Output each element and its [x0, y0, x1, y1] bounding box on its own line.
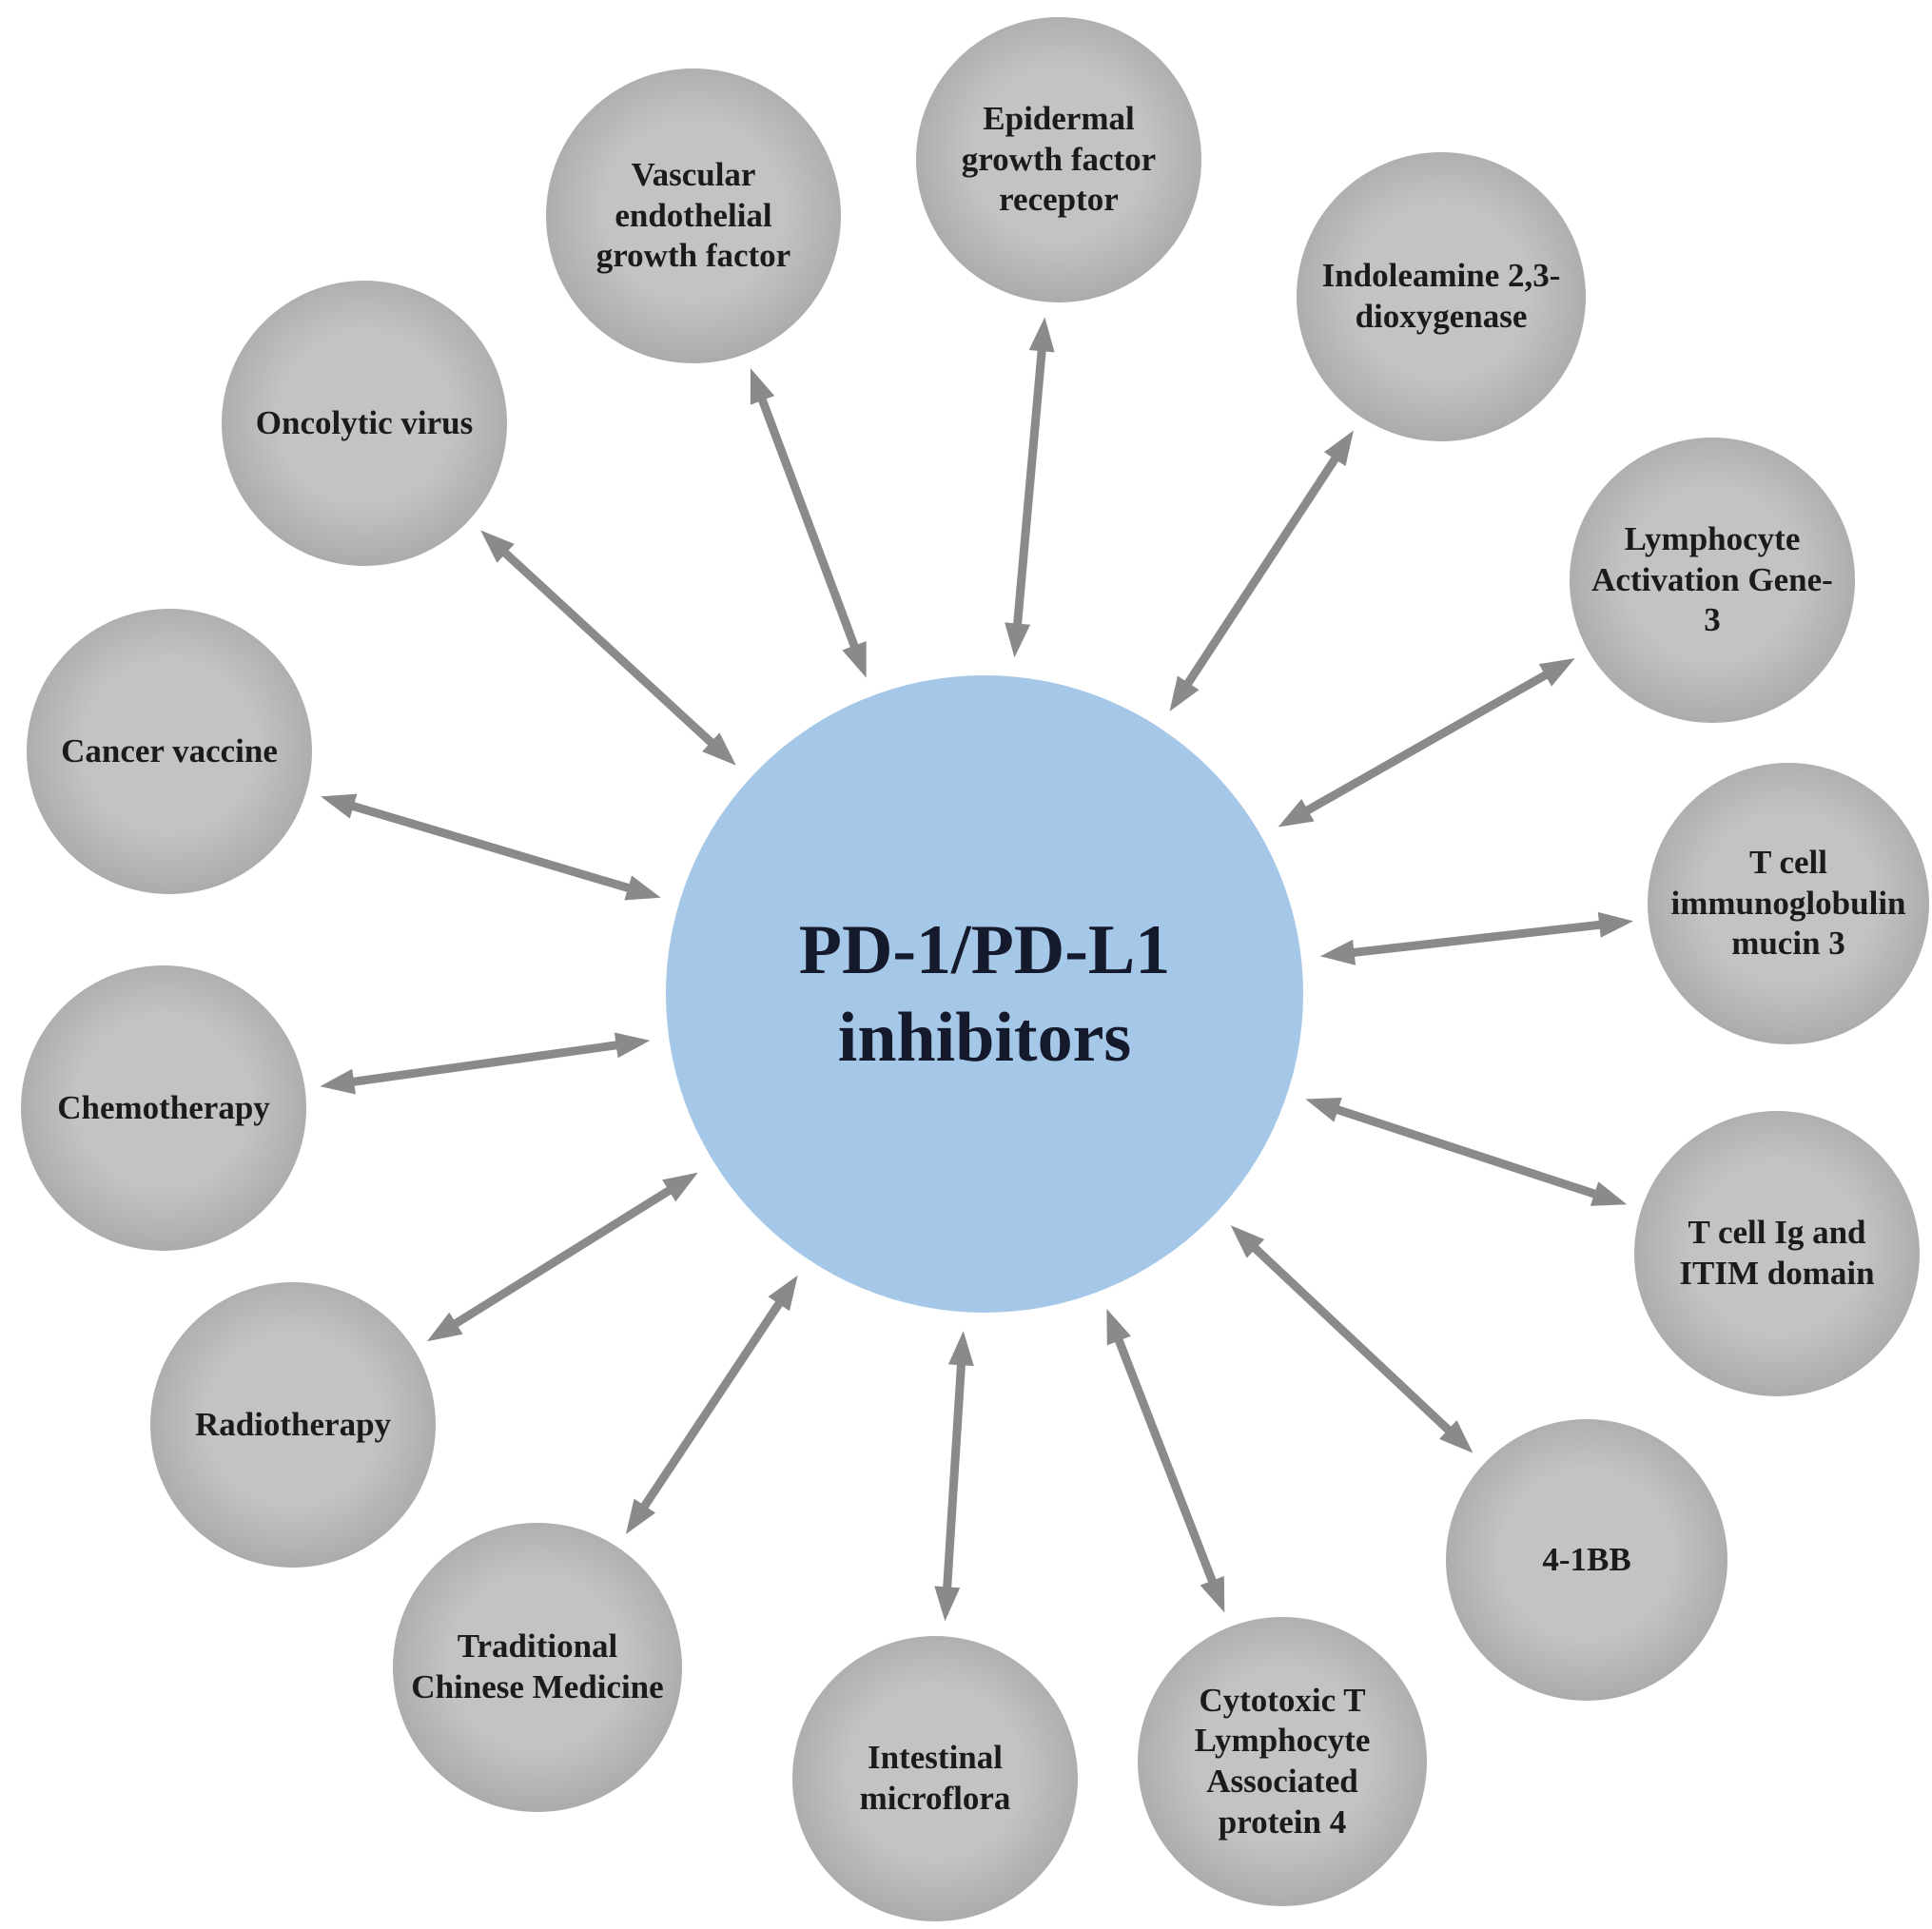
node-chemotherapy: Chemotherapy [21, 965, 306, 1251]
node-t-cell-immunoglobulin-mucin-3: T cell immunoglobulin mucin 3 [1648, 763, 1929, 1044]
node-label: Vascular endothelial growth factor [595, 155, 791, 275]
node-label: 4-1BB [1542, 1540, 1631, 1578]
node-epidermal-growth-factor-receptor: Epidermal growth factor receptor [916, 17, 1201, 302]
node-label: Intestinal microflora [859, 1739, 1011, 1817]
node-vascular-endothelial-growth-factor: Vascular endothelial growth factor [546, 68, 841, 363]
node-4-1bb: 4-1BB [1446, 1419, 1727, 1701]
node-label: Radiotherapy [194, 1405, 392, 1443]
node-intestinal-microflora: Intestinal microflora [792, 1636, 1078, 1921]
center-node-label: PD-1/PD-L1 inhibitors [798, 910, 1171, 1078]
node-label: Cytotoxic T Lymphocyte Associated protei… [1194, 1681, 1371, 1841]
node-label: Indoleamine 2,3-dioxygenase [1321, 257, 1561, 335]
node-indoleamine-2-3-dioxygenase: Indoleamine 2,3-dioxygenase [1297, 152, 1586, 441]
node-label: Chemotherapy [57, 1088, 270, 1126]
node-oncolytic-virus: Oncolytic virus [222, 281, 507, 566]
node-t-cell-ig-and-itim-domain: T cell Ig and ITIM domain [1634, 1111, 1920, 1396]
node-label: Traditional Chinese Medicine [411, 1627, 664, 1705]
node-label: Epidermal growth factor receptor [961, 99, 1157, 219]
node-cytotoxic-t-lymphocyte-associated-protein-4: Cytotoxic T Lymphocyte Associated protei… [1138, 1617, 1427, 1906]
node-lymphocyte-activation-gene-3: Lymphocyte Activation Gene-3 [1570, 438, 1855, 723]
node-traditional-chinese-medicine: Traditional Chinese Medicine [393, 1523, 682, 1812]
node-cancer-vaccine: Cancer vaccine [27, 609, 312, 894]
node-radiotherapy: Radiotherapy [150, 1282, 436, 1568]
node-label: T cell Ig and ITIM domain [1679, 1214, 1875, 1292]
node-label: T cell immunoglobulin mucin 3 [1670, 843, 1906, 963]
node-label: Cancer vaccine [61, 731, 278, 770]
node-label: Oncolytic virus [255, 403, 474, 441]
center-node-pd1-pdl1-inhibitors: PD-1/PD-L1 inhibitors [666, 675, 1303, 1313]
node-label: Lymphocyte Activation Gene-3 [1591, 519, 1833, 639]
